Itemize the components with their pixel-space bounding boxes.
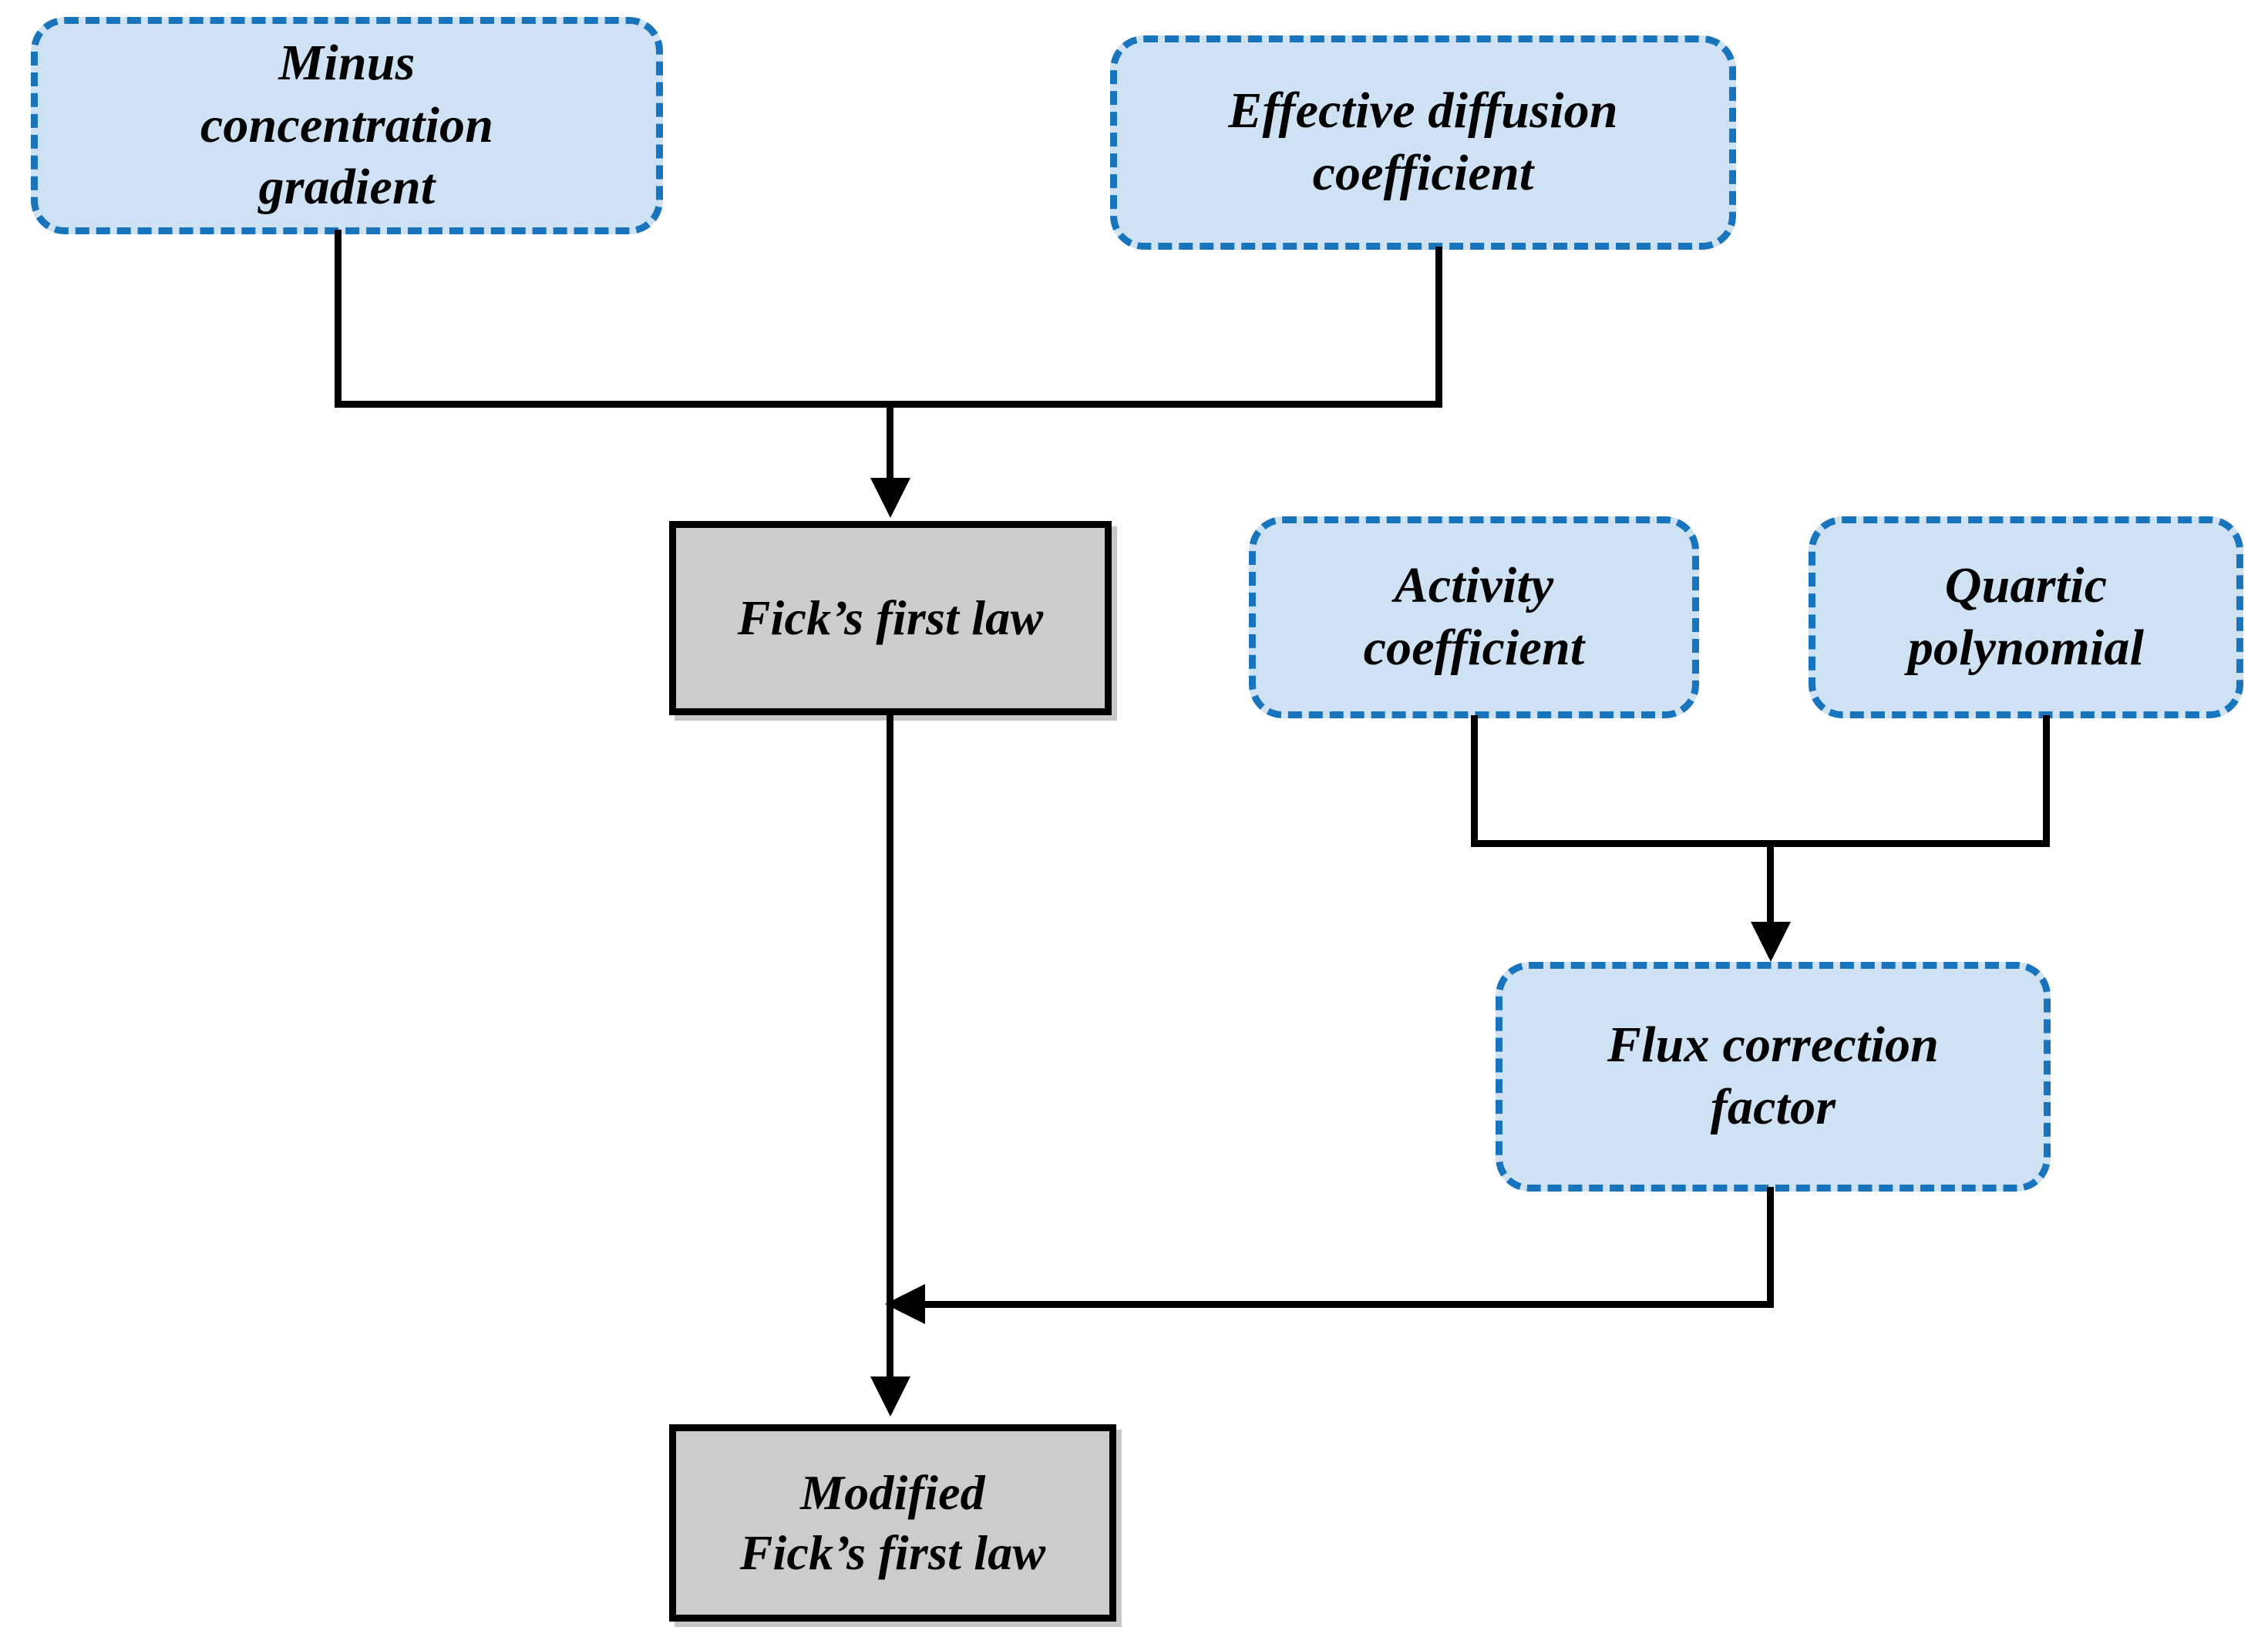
node-flux-correction-factor[interactable]: Flux correction factor [1496, 962, 2051, 1192]
edge-minus-gradient-vertical [335, 230, 342, 407]
edge-flux-correction-horizontal [922, 1301, 1774, 1308]
node-label-effective-diffusion-coefficient: Effective diffusion coefficient [1228, 82, 1618, 201]
arrowhead-to-ficks-first-law [870, 478, 910, 518]
edge-bus-to-flux-correction-factor [1767, 840, 1774, 926]
node-label-quartic-polynomial: Quartic polynomial [1907, 557, 2145, 676]
node-minus-concentration-gradient[interactable]: Minus concentration gradient [31, 17, 663, 234]
node-activity-coefficient[interactable]: Activity coefficient [1249, 516, 1699, 718]
edge-effective-diffusion-vertical [1435, 247, 1442, 407]
arrowhead-to-modified-ficks-first-law [870, 1376, 910, 1417]
node-ficks-first-law[interactable]: Fick’s first law [669, 521, 1112, 715]
node-label-ficks-first-law: Fick’s first law [737, 590, 1044, 645]
node-label-flux-correction-factor: Flux correction factor [1607, 1017, 1940, 1135]
edge-ficks-to-modified-trunk [887, 715, 893, 1378]
node-label-modified-ficks-first-law: Modified Fick’s first law [739, 1464, 1046, 1580]
node-quartic-polynomial[interactable]: Quartic polynomial [1809, 516, 2243, 718]
arrowhead-flux-correction-into-trunk [885, 1284, 925, 1324]
edge-bus-to-ficks-first-law [887, 401, 893, 486]
edge-activity-coefficient-vertical [1471, 715, 1478, 846]
node-label-minus-concentration-gradient: Minus concentration gradient [200, 35, 494, 216]
edge-flux-correction-vertical [1767, 1187, 1774, 1307]
node-modified-ficks-first-law[interactable]: Modified Fick’s first law [669, 1424, 1116, 1622]
node-effective-diffusion-coefficient[interactable]: Effective diffusion coefficient [1110, 35, 1736, 250]
edge-quartic-polynomial-vertical [2043, 715, 2050, 846]
arrowhead-to-flux-correction-factor [1751, 922, 1791, 962]
node-label-activity-coefficient: Activity coefficient [1363, 557, 1585, 676]
edge-right-merge-bus [1471, 840, 2050, 847]
